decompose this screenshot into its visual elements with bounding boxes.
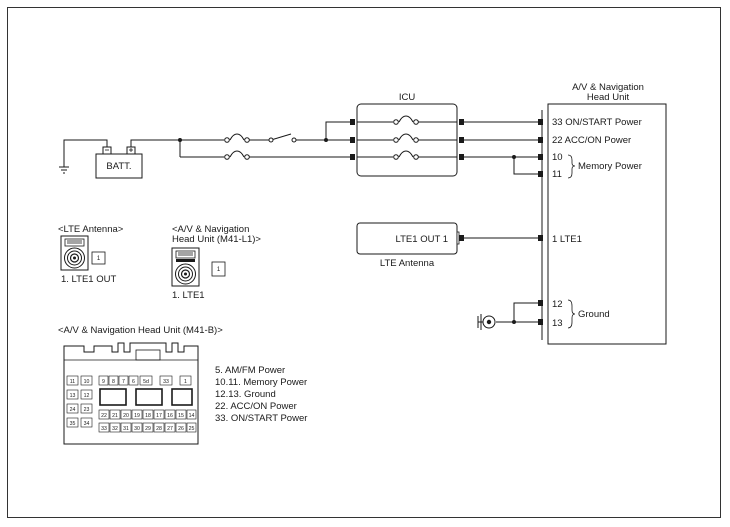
m41b-row3: 33 32 31 30 29 28 27 26 25	[98, 422, 197, 433]
m41l1-connector-pin: 1. LTE1	[172, 290, 205, 301]
m41-b-connector: <A/V & Navigation Head Unit (M41-B)> 11 …	[58, 325, 307, 445]
pin-label: 16	[167, 413, 173, 419]
pin-1-label: 1 LTE1	[552, 234, 582, 245]
ground-symbol-chassis	[477, 314, 496, 330]
pin-label: 35	[70, 421, 76, 427]
pin-label: 33	[101, 426, 107, 432]
pin-11-label: 11	[552, 169, 562, 180]
pin-label: 6	[132, 379, 135, 385]
pin-label: 9	[102, 379, 105, 385]
pin-label: 11	[70, 379, 75, 385]
pin-label: 13	[70, 393, 76, 399]
pin-label: 34	[84, 421, 90, 427]
m41b-legend-item: 5. AM/FM Power	[215, 365, 285, 376]
m41b-legend-item: 10.11. Memory Power	[215, 377, 307, 388]
lte-antenna-caption: LTE Antenna	[380, 258, 435, 269]
pin-label: 12	[84, 393, 90, 399]
pin-label: 21	[112, 413, 118, 419]
lte-connector-num: 1	[97, 256, 101, 262]
lte-connector-title: <LTE Antenna>	[58, 224, 124, 235]
pin-10-label: 10	[552, 152, 563, 163]
pin-label: 17	[156, 413, 162, 419]
pin-label: 30	[134, 426, 140, 432]
pin-label: 27	[167, 426, 173, 432]
pin-label: 10	[84, 379, 90, 385]
pin-label: 28	[156, 426, 162, 432]
ground-symbol-battery	[59, 166, 69, 174]
battery-label: BATT.	[106, 161, 131, 172]
pin-label: 7	[122, 379, 125, 385]
lte-connector-pin: 1. LTE1 OUT	[61, 274, 116, 285]
pin-label: 18	[145, 413, 151, 419]
m41b-legend-item: 33. ON/START Power	[215, 413, 307, 424]
pin-label: 19	[134, 413, 140, 419]
pin-label: 15	[178, 413, 184, 419]
lte-antenna-box: LTE1 OUT 1 LTE Antenna	[356, 222, 464, 269]
m41b-legend-item: 22. ACC/ON Power	[215, 401, 297, 412]
head-unit-box: A/V & Navigation Head Unit 33 ON/START P…	[538, 82, 667, 345]
pin-22-label: 22 ACC/ON Power	[552, 135, 631, 146]
pin-label: 20	[123, 413, 129, 419]
pin-label: 31	[123, 426, 129, 432]
m41b-row2: 22 21 20 19 18 17 16 15 14	[98, 409, 197, 420]
m41l1-title-2: Head Unit (M41-L1)>	[172, 234, 261, 245]
m41l1-connector-num: 1	[217, 267, 221, 273]
switch-icon	[270, 133, 292, 141]
icu-label: ICU	[399, 92, 416, 103]
lte-antenna-pin-label: LTE1 OUT 1	[396, 234, 448, 245]
pin-12-label: 12	[552, 299, 563, 310]
pin-label: 24	[70, 407, 76, 413]
battery-box	[95, 153, 143, 179]
pin-label: 8	[112, 379, 115, 385]
m41l1-title-1: <A/V & Navigation	[172, 224, 249, 235]
lte-antenna-connector: <LTE Antenna> 1 1. LTE1 OUT	[58, 224, 124, 285]
pin-label: 33	[163, 379, 169, 385]
m41-l1-connector: <A/V & Navigation Head Unit (M41-L1)> 1 …	[171, 224, 261, 301]
pin-label: 14	[189, 413, 195, 419]
head-unit-title-1: A/V & Navigation	[572, 82, 644, 93]
m41b-title: <A/V & Navigation Head Unit (M41-B)>	[58, 325, 223, 336]
pin-label: 23	[84, 407, 90, 413]
icu-box: ICU	[347, 92, 464, 177]
pin-label: 22	[101, 413, 107, 419]
pin-label: 26	[178, 426, 184, 432]
memory-power-label: Memory Power	[578, 161, 642, 172]
pin-label: 32	[112, 426, 118, 432]
brace-icon	[567, 299, 576, 329]
pin-33-label: 33 ON/START Power	[552, 117, 642, 128]
pin-label: 5d	[143, 379, 149, 385]
battery: BATT.	[95, 146, 143, 179]
fuse-icon	[229, 133, 245, 141]
pin-label: 1	[184, 379, 187, 385]
pin-label: 29	[145, 426, 151, 432]
diagram-frame	[7, 7, 721, 518]
pin-label: 25	[189, 426, 195, 432]
fuse-icon	[229, 150, 245, 158]
ground-label: Ground	[578, 309, 610, 320]
pin-13-label: 13	[552, 318, 563, 329]
m41b-legend-item: 12.13. Ground	[215, 389, 276, 400]
head-unit-title-2: Head Unit	[587, 92, 630, 103]
brace-icon	[567, 154, 576, 179]
